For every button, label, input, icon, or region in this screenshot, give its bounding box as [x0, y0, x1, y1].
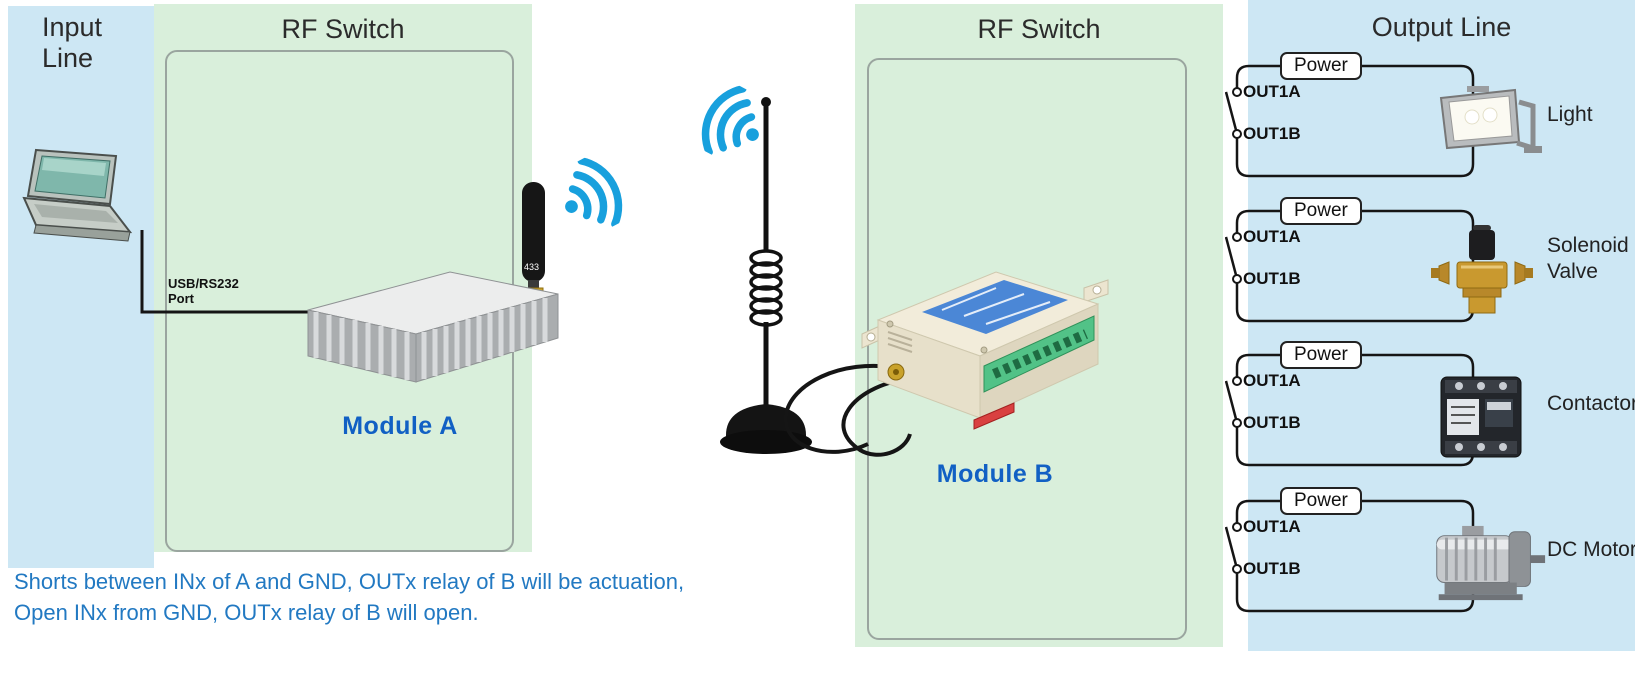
- power-label: Power: [1280, 341, 1362, 369]
- relay-contact: [1232, 232, 1242, 242]
- out-a-label: OUT1A: [1243, 517, 1301, 536]
- out-a-label: OUT1A: [1243, 227, 1301, 246]
- usb-wire: [140, 230, 324, 314]
- antenna-marking-label: 433: [524, 262, 539, 272]
- power-label: Power: [1280, 487, 1362, 515]
- sma-connector: [887, 363, 905, 381]
- laptop-image: [22, 148, 133, 242]
- terminal-block: [983, 315, 1095, 393]
- out-b-label: OUT1B: [1243, 413, 1301, 432]
- device-label: Light: [1547, 103, 1593, 126]
- antenna-cables: [783, 363, 912, 457]
- din-clip: [973, 402, 1015, 430]
- blue-sticker: [922, 280, 1068, 334]
- relay-contact: [1232, 87, 1242, 97]
- relay-blade: [1225, 380, 1238, 420]
- relay-contact: [1232, 376, 1242, 386]
- vent-slots: [887, 331, 913, 353]
- input-line-panel: [8, 6, 154, 568]
- module-a-label: Module A: [342, 412, 458, 440]
- input-line-title-line1: Input: [42, 12, 103, 42]
- module-a-body: [307, 271, 559, 383]
- module-b-label: Module B: [936, 460, 1054, 488]
- power-label: Power: [1280, 197, 1362, 225]
- power-label: Power: [1280, 52, 1362, 80]
- out-b-label: OUT1B: [1243, 124, 1301, 143]
- rf-switch-b-title: RF Switch: [977, 14, 1101, 44]
- wifi-signal-icon: [565, 157, 623, 228]
- contactor-image: [1440, 376, 1522, 458]
- relay-blade: [1225, 91, 1238, 131]
- out-b-label: OUT1B: [1243, 559, 1301, 578]
- relay-contact: [1232, 418, 1242, 428]
- relay-contact: [1232, 564, 1242, 574]
- usb-port-label: USB/RS232 Port: [168, 276, 239, 306]
- input-line-title-line2: Line: [42, 43, 94, 73]
- relay-contact: [1232, 274, 1242, 284]
- module-b-image: [861, 271, 1109, 430]
- input-line-title: Input Line: [42, 12, 102, 74]
- footnote-line1: Shorts between INx of A and GND, OUTx re…: [14, 569, 685, 594]
- out-b-label: OUT1B: [1243, 269, 1301, 288]
- rf-switch-b-boundary: [867, 58, 1187, 640]
- dc-motor-image: [1436, 525, 1546, 601]
- out-a-label: OUT1A: [1243, 371, 1301, 390]
- relay-contact: [1232, 129, 1242, 139]
- device-label: DC Motor: [1547, 538, 1635, 561]
- floodlight-image: [1439, 86, 1542, 153]
- device-label: Contactor: [1547, 392, 1635, 415]
- device-label: Solenoid Valve: [1547, 234, 1629, 283]
- output-circuit-2: Power OUT1A OUT1B Solenoid Valve: [1225, 185, 1635, 337]
- relay-contact: [1232, 522, 1242, 532]
- output-line-title: Output Line: [1371, 12, 1512, 42]
- solenoid-valve-image: [1431, 225, 1533, 314]
- output-circuit-3: Power OUT1A OUT1B Contactor: [1225, 329, 1635, 481]
- footnote-line2: Open INx from GND, OUTx relay of B will …: [14, 600, 479, 625]
- wifi-signal-icon: [701, 85, 759, 156]
- out-a-label: OUT1A: [1243, 82, 1301, 101]
- relay-blade: [1225, 526, 1238, 566]
- module-a-image: 433: [307, 182, 559, 383]
- output-circuit-1: Power OUT1A OUT1B Light: [1225, 40, 1635, 192]
- footnote: Shorts between INx of A and GND, OUTx re…: [14, 566, 684, 628]
- output-circuit-4: Power OUT1A OUT1B DC Motor: [1225, 475, 1635, 627]
- relay-blade: [1225, 236, 1238, 276]
- rf-switch-a-title: RF Switch: [281, 14, 405, 44]
